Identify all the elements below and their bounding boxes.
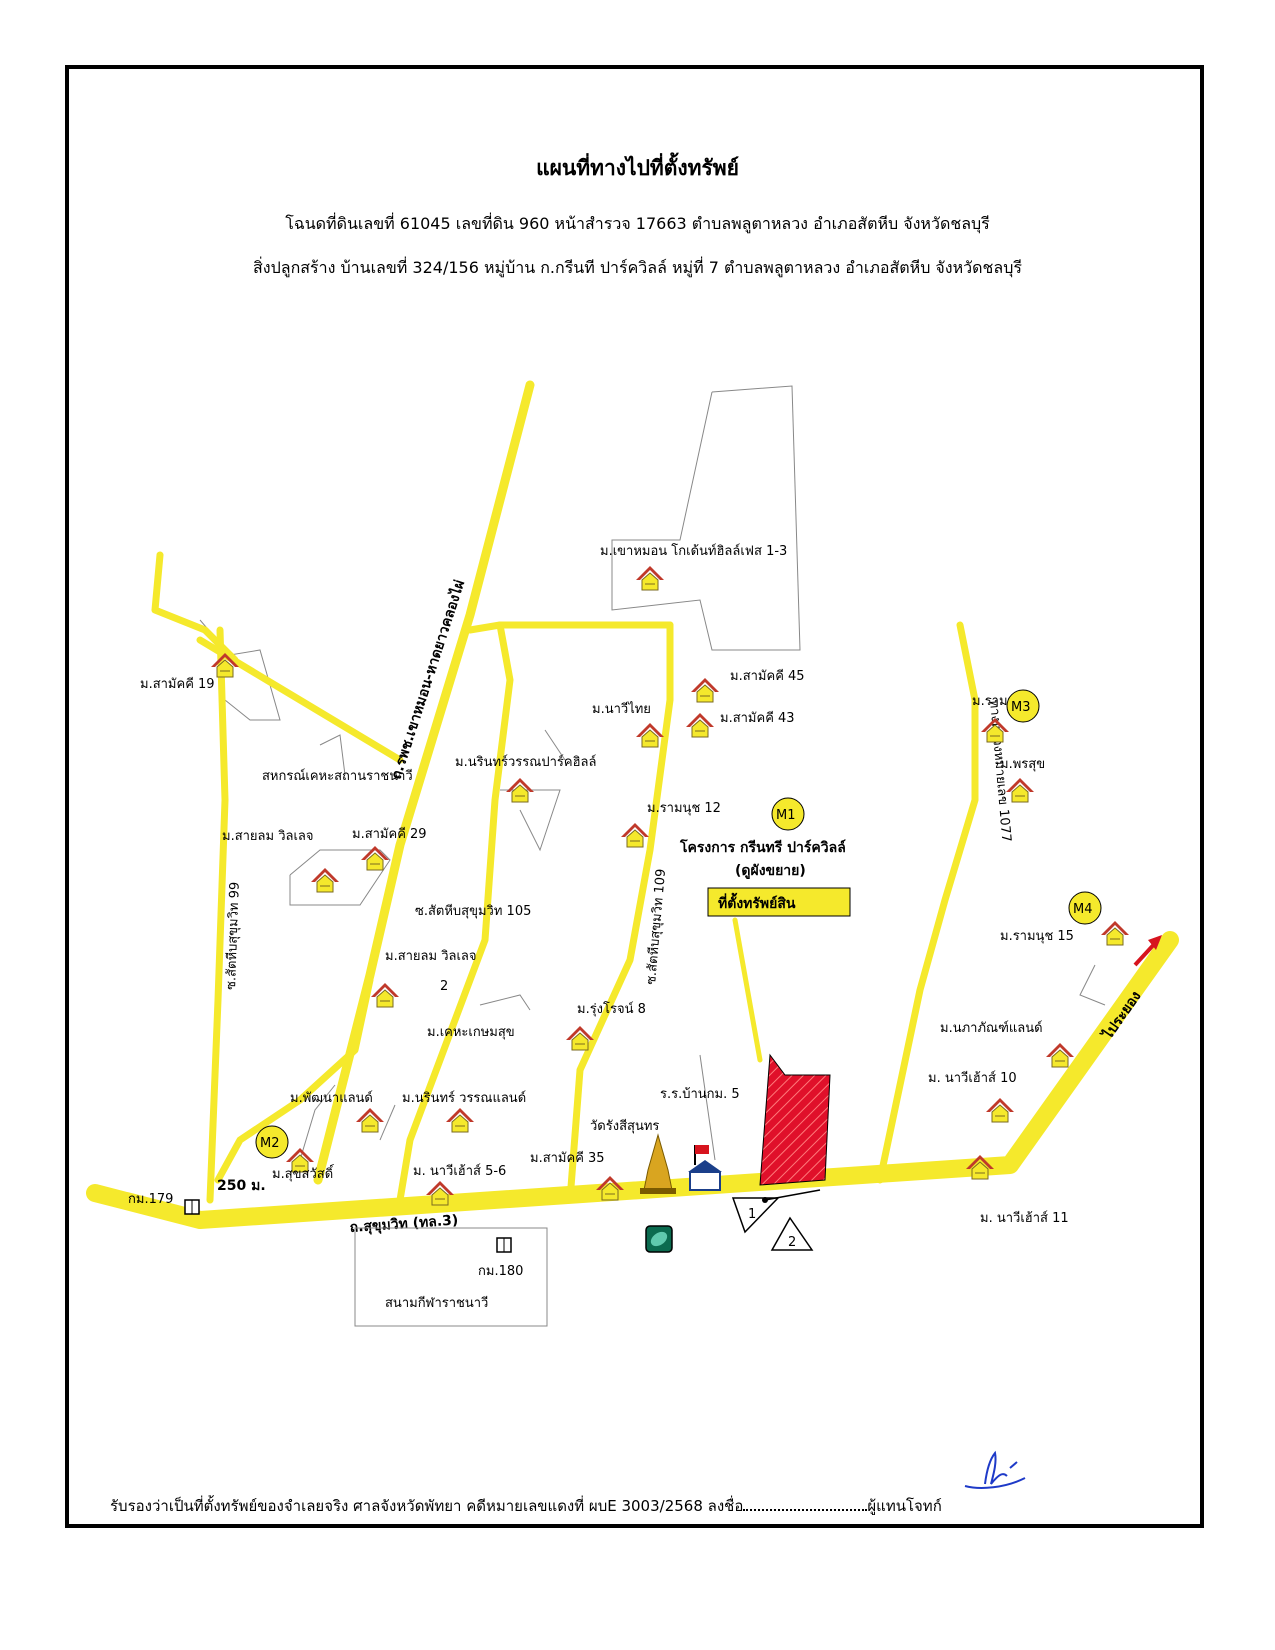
markers: M1 M2 M3 M4 [255,689,1102,1159]
building-info: สิ่งปลูกสร้าง บ้านเลขที่ 324/156 หมู่บ้า… [253,258,1022,277]
deed-info: โฉนดที่ดินเลขที่ 61045 เลขที่ดิน 960 หน้… [285,214,990,233]
village-label: ม.สามัคคี 45 [730,668,805,684]
signature-mark [964,1450,1026,1489]
certification-prefix: รับรองว่าเป็นที่ตั้งทรัพย์ของจำเลยจริง ศ… [110,1497,744,1515]
project-block: โครงการ กรีนทรี ปาร์ควิลล์ (ดูผังขยาย) ท… [679,838,851,917]
map-title: แผนที่ทางไปที่ตั้งทรัพย์ [536,156,739,180]
gas-station-icon [645,1225,673,1253]
village-label: ม.รุ่งโรจน์ 8 [577,1001,646,1017]
village-labels: ม.เขาหมอน โกเด้นท์ฮิลล์เฟส 1-3 ม.สามัคคี… [140,543,1074,1226]
village-label: ม.สามัคคี 29 [352,826,427,842]
village-label: ม.รามนุช 15 [1000,929,1074,944]
village-label: ม.สายลม วิลเลจ [222,829,314,844]
road-soi109 [566,621,674,1204]
target-label: ที่ตั้งทรัพย์สิน [718,892,796,912]
village-label: ม.สามัคคี 19 [140,676,215,692]
village-label: ม.พรสุข [1000,757,1045,772]
page-frame [65,65,1204,1528]
project-name: โครงการ กรีนทรี ปาร์ควิลล์ [679,838,846,856]
marker-m3: M3 [1011,700,1031,715]
km179-label: กม.179 [128,1192,173,1207]
certification-suffix: ผู้แทนโจทก์ [867,1497,942,1515]
village-label: ม.นรินทร์วรรณปาร์คฮิลล์ [455,754,596,770]
road-north [313,380,535,1185]
village-label: 2 [440,979,448,994]
road-1077 [876,621,979,1184]
arrow-rayong [1133,935,1162,967]
label-soi105: ซ.สัตหีบสุขุมวิท 105 [415,903,531,919]
distance-label: 250 ม. [217,1178,266,1194]
village-label: ม.สุขสวัสดิ์ [272,1164,335,1182]
school-label: ร.ร.บ้านกม. 5 [660,1087,740,1102]
stadium-label: สนามกีฬาราชนาวี [385,1295,488,1311]
village-label: ม. นาวีเฮ้าส์ 11 [980,1210,1069,1226]
marker-m2: M2 [260,1136,280,1151]
label-soi99: ซ.สัตหีบสุขุมวิท 99 [223,882,243,991]
village-label: ม.พัฒนาแลนด์ [290,1090,373,1106]
temple-label: วัดรังสีสุนทร [590,1118,659,1134]
village-label: ม.สายลม วิลเลจ [385,949,477,964]
stadium-outline [354,1227,548,1327]
village-label: ม.สามัคคี 35 [530,1150,605,1166]
photo-point-2: 2 [788,1235,796,1250]
photo-point-1: 1 [748,1207,756,1222]
km179-icon [184,1199,200,1215]
temple-icon [640,1133,676,1194]
village-label: ม.นาวีไทย [592,701,651,717]
marker-m1: M1 [776,808,796,823]
photo-points: 1 2 [731,1189,821,1251]
road-network [86,380,1179,1229]
village-label: ม.รามนุช 12 [647,801,721,816]
km180-icon [496,1237,512,1253]
road-connector [214,976,374,1184]
km180-label: กม.180 [478,1264,523,1279]
road-mid-a [396,621,514,1204]
school-icon [688,1145,722,1191]
village-label: ม.เขาหมอน โกเด้นท์ฮิลล์เฟส 1-3 [600,543,787,559]
village-label: สหกรณ์เคหะสถานราชนาวี [262,768,413,784]
marker-m4: M4 [1073,902,1093,917]
village-label: ม.นภาภัณฑ์แลนด์ [940,1020,1043,1036]
places: ร.ร.บ้านกม. 5 วัดรังสีสุนทร กม.179 [128,1087,740,1327]
road-left-2 [206,626,229,1204]
pointer-line [732,917,763,1063]
road-left-3 [196,636,404,764]
target-label-box [707,887,851,917]
parcel-outlines [199,385,1106,1161]
village-label: ม. นาวีเฮ้าส์ 5-6 [413,1163,506,1179]
signature-line [743,1508,868,1511]
village-label: ม.นรินทร์ วรรณแลนด์ [402,1090,526,1106]
village-label: ม. นาวีเฮ้าส์ 10 [928,1070,1017,1086]
certification-text: รับรองว่าเป็นที่ตั้งทรัพย์ของจำเลยจริง ศ… [110,1494,942,1518]
label-sukhumvit: ถ.สุขุมวิท (ทล.3) [349,1212,459,1236]
village-label: ม.สามัคคี 43 [720,710,795,726]
target-parcel [759,1053,831,1186]
project-sub: (ดูผังขยาย) [735,863,806,879]
village-label: ม.เคหะเกษมสุข [427,1025,515,1040]
